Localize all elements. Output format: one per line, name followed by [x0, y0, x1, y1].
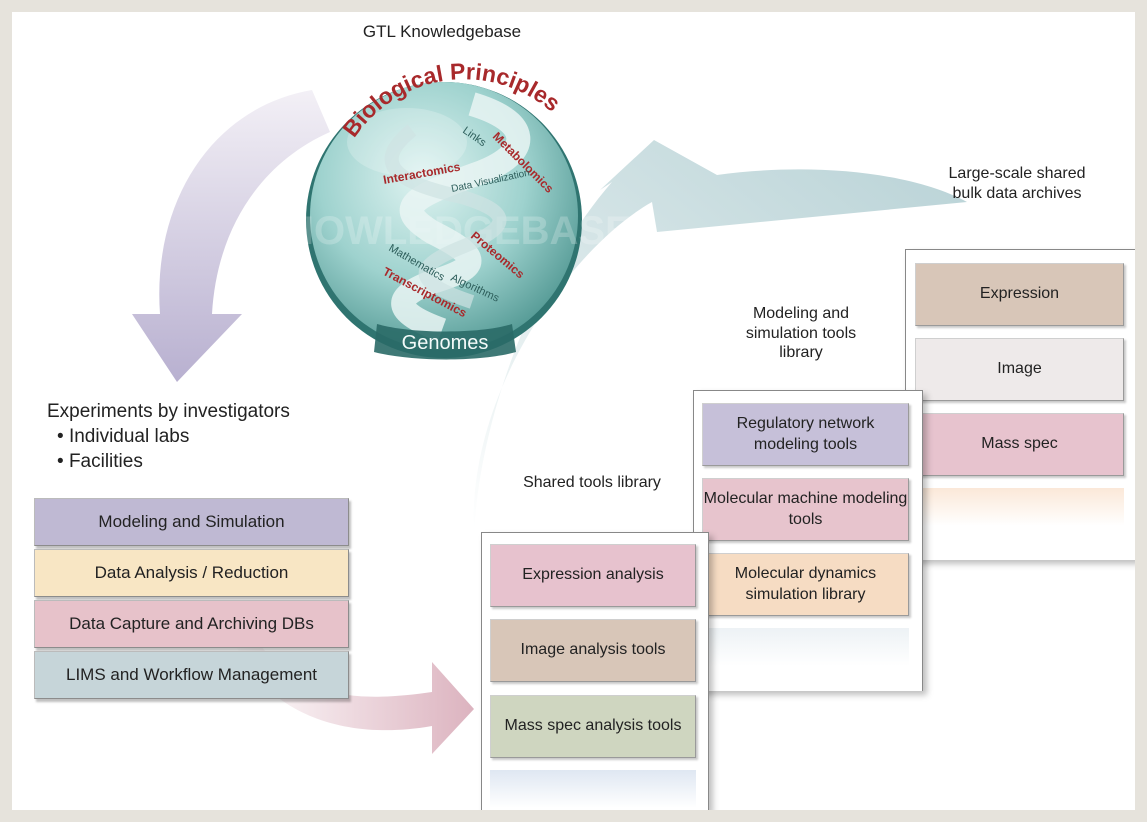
modeling-molecular-dynamics: Molecular dynamics simulation library: [702, 553, 909, 616]
archives-title: Large-scale shared bulk data archives: [948, 165, 1086, 202]
stack-modeling-and-simulation: Modeling and Simulation: [34, 498, 349, 546]
genomes-label: Genomes: [402, 332, 489, 354]
tool-mass-spec-analysis: Mass spec analysis tools: [490, 695, 696, 758]
archive-expression: Expression: [915, 263, 1124, 326]
archive-image: Image: [915, 338, 1124, 401]
bullet-facilities: Facilities: [57, 450, 143, 473]
helix-ribbon: [391, 92, 531, 342]
flow-arrow-to-tools: [232, 632, 474, 754]
diagram-canvas: KNOWLEDGEBASE Biological Principles Meta…: [12, 12, 1135, 810]
flow-arrow-to-experiments: [132, 90, 330, 382]
experiments-title: Experiments by investigators: [47, 401, 290, 422]
flow-arrow-to-knowledgebase: [473, 140, 967, 532]
shared-tools-title: Shared tools library: [523, 474, 661, 491]
knowledgebase-title: GTL Knowledgebase: [362, 22, 522, 41]
tool-image-analysis: Image analysis tools: [490, 619, 696, 682]
stack-lims-workflow: LIMS and Workflow Management: [34, 651, 349, 699]
tool-expression-analysis: Expression analysis: [490, 544, 696, 607]
stack-data-capture-archiving: Data Capture and Archiving DBs: [34, 600, 349, 648]
diagram-artwork: KNOWLEDGEBASE Biological Principles Meta…: [132, 58, 967, 754]
stack-data-analysis-reduction: Data Analysis / Reduction: [34, 549, 349, 597]
archive-mass-spec: Mass spec: [915, 413, 1124, 476]
shared-tools-placeholder: [490, 770, 696, 808]
modeling-molecular-machine: Molecular machine modeling tools: [702, 478, 909, 541]
archive-placeholder: [915, 488, 1124, 526]
modeling-tools-title: Modeling and simulation tools library: [745, 305, 857, 362]
knowledgebase-sphere: KNOWLEDGEBASE Biological Principles Meta…: [256, 58, 632, 360]
modeling-regulatory-network: Regulatory network modeling tools: [702, 403, 909, 466]
bullet-individual-labs: Individual labs: [57, 425, 189, 448]
modeling-placeholder: [702, 628, 909, 666]
